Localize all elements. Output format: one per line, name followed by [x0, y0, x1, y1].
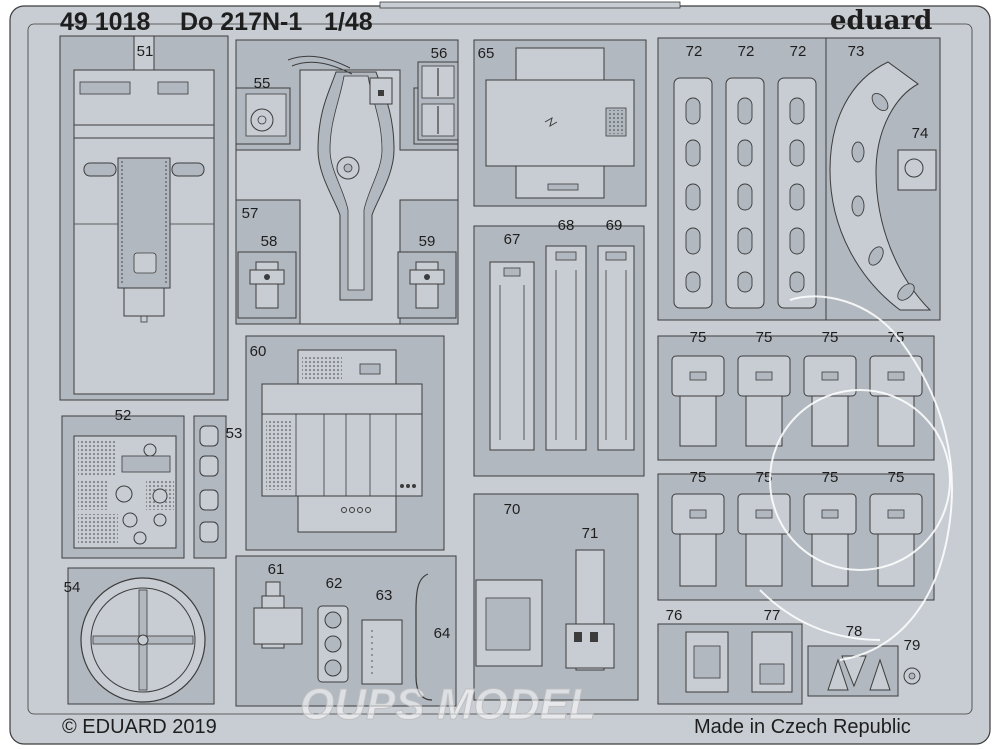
part-number-63: 63 [376, 587, 393, 604]
part-number-75-b: 75 [756, 329, 773, 346]
part-number-65: 65 [478, 45, 495, 62]
part-53: 53 [193, 415, 243, 559]
part-58: 58 [237, 233, 297, 319]
part-number-51: 51 [137, 43, 154, 60]
set-number: 49 1018 [60, 8, 151, 36]
part-number-54: 54 [64, 579, 81, 596]
part-number-68: 68 [558, 217, 575, 234]
part-number-70: 70 [504, 501, 521, 518]
scale-label: 1/48 [324, 8, 373, 36]
parts-61-64: 61 62 63 64 [235, 555, 457, 707]
parts-75-bottom-row: 75 75 75 75 [657, 469, 935, 601]
parts-76-79: 76 77 78 79 [657, 607, 921, 705]
part-number-75-g: 75 [822, 469, 839, 486]
part-number-73: 73 [848, 43, 865, 60]
watermark-text: OUPS MODEL [300, 680, 597, 730]
parts-70-71: 70 71 [473, 493, 639, 701]
parts-67-69: 67 68 69 [473, 217, 645, 477]
part-60: 60 [245, 335, 445, 551]
part-52: 52 [61, 407, 185, 559]
part-59: 59 [397, 233, 457, 319]
part-number-61: 61 [268, 561, 285, 578]
part-number-59: 59 [419, 233, 436, 250]
part-number-75-e: 75 [690, 469, 707, 486]
part-54: 54 [64, 567, 215, 705]
part-number-72-c: 72 [790, 43, 807, 60]
part-65: 65 [473, 39, 647, 207]
part-56: 56 [417, 45, 459, 141]
part-number-71: 71 [582, 525, 599, 542]
part-number-55: 55 [254, 75, 271, 92]
part-number-79: 79 [904, 637, 921, 654]
part-number-77: 77 [764, 607, 781, 624]
part-number-76: 76 [666, 607, 683, 624]
part-number-62: 62 [326, 575, 343, 592]
part-number-53: 53 [226, 425, 243, 442]
model-name: Do 217N-1 [180, 8, 303, 36]
part-number-75-a: 75 [690, 329, 707, 346]
part-number-52: 52 [115, 407, 132, 424]
part-number-56: 56 [431, 45, 448, 62]
part-number-58: 58 [261, 233, 278, 250]
part-number-64: 64 [434, 625, 451, 642]
part-51: 51 [59, 35, 229, 401]
part-number-60: 60 [250, 343, 267, 360]
parts-75-top-row: 75 75 75 75 [657, 329, 935, 461]
part-number-74: 74 [912, 125, 929, 142]
part-number-72-a: 72 [686, 43, 703, 60]
part-number-75-c: 75 [822, 329, 839, 346]
part-73: 73 74 [825, 37, 941, 321]
brand-logo: eduard [830, 6, 933, 36]
part-number-72-b: 72 [738, 43, 755, 60]
part-number-75-f: 75 [756, 469, 773, 486]
part-number-75-h: 75 [888, 469, 905, 486]
part-number-67: 67 [504, 231, 521, 248]
part-number-78: 78 [846, 623, 863, 640]
origin-text: Made in Czech Republic [694, 716, 911, 738]
watermark-logo [759, 295, 953, 661]
copyright-text: © EDUARD 2019 [62, 716, 217, 738]
part-number-57: 57 [242, 205, 259, 222]
part-number-69: 69 [606, 217, 623, 234]
parts-72: 72 72 72 [657, 37, 827, 321]
